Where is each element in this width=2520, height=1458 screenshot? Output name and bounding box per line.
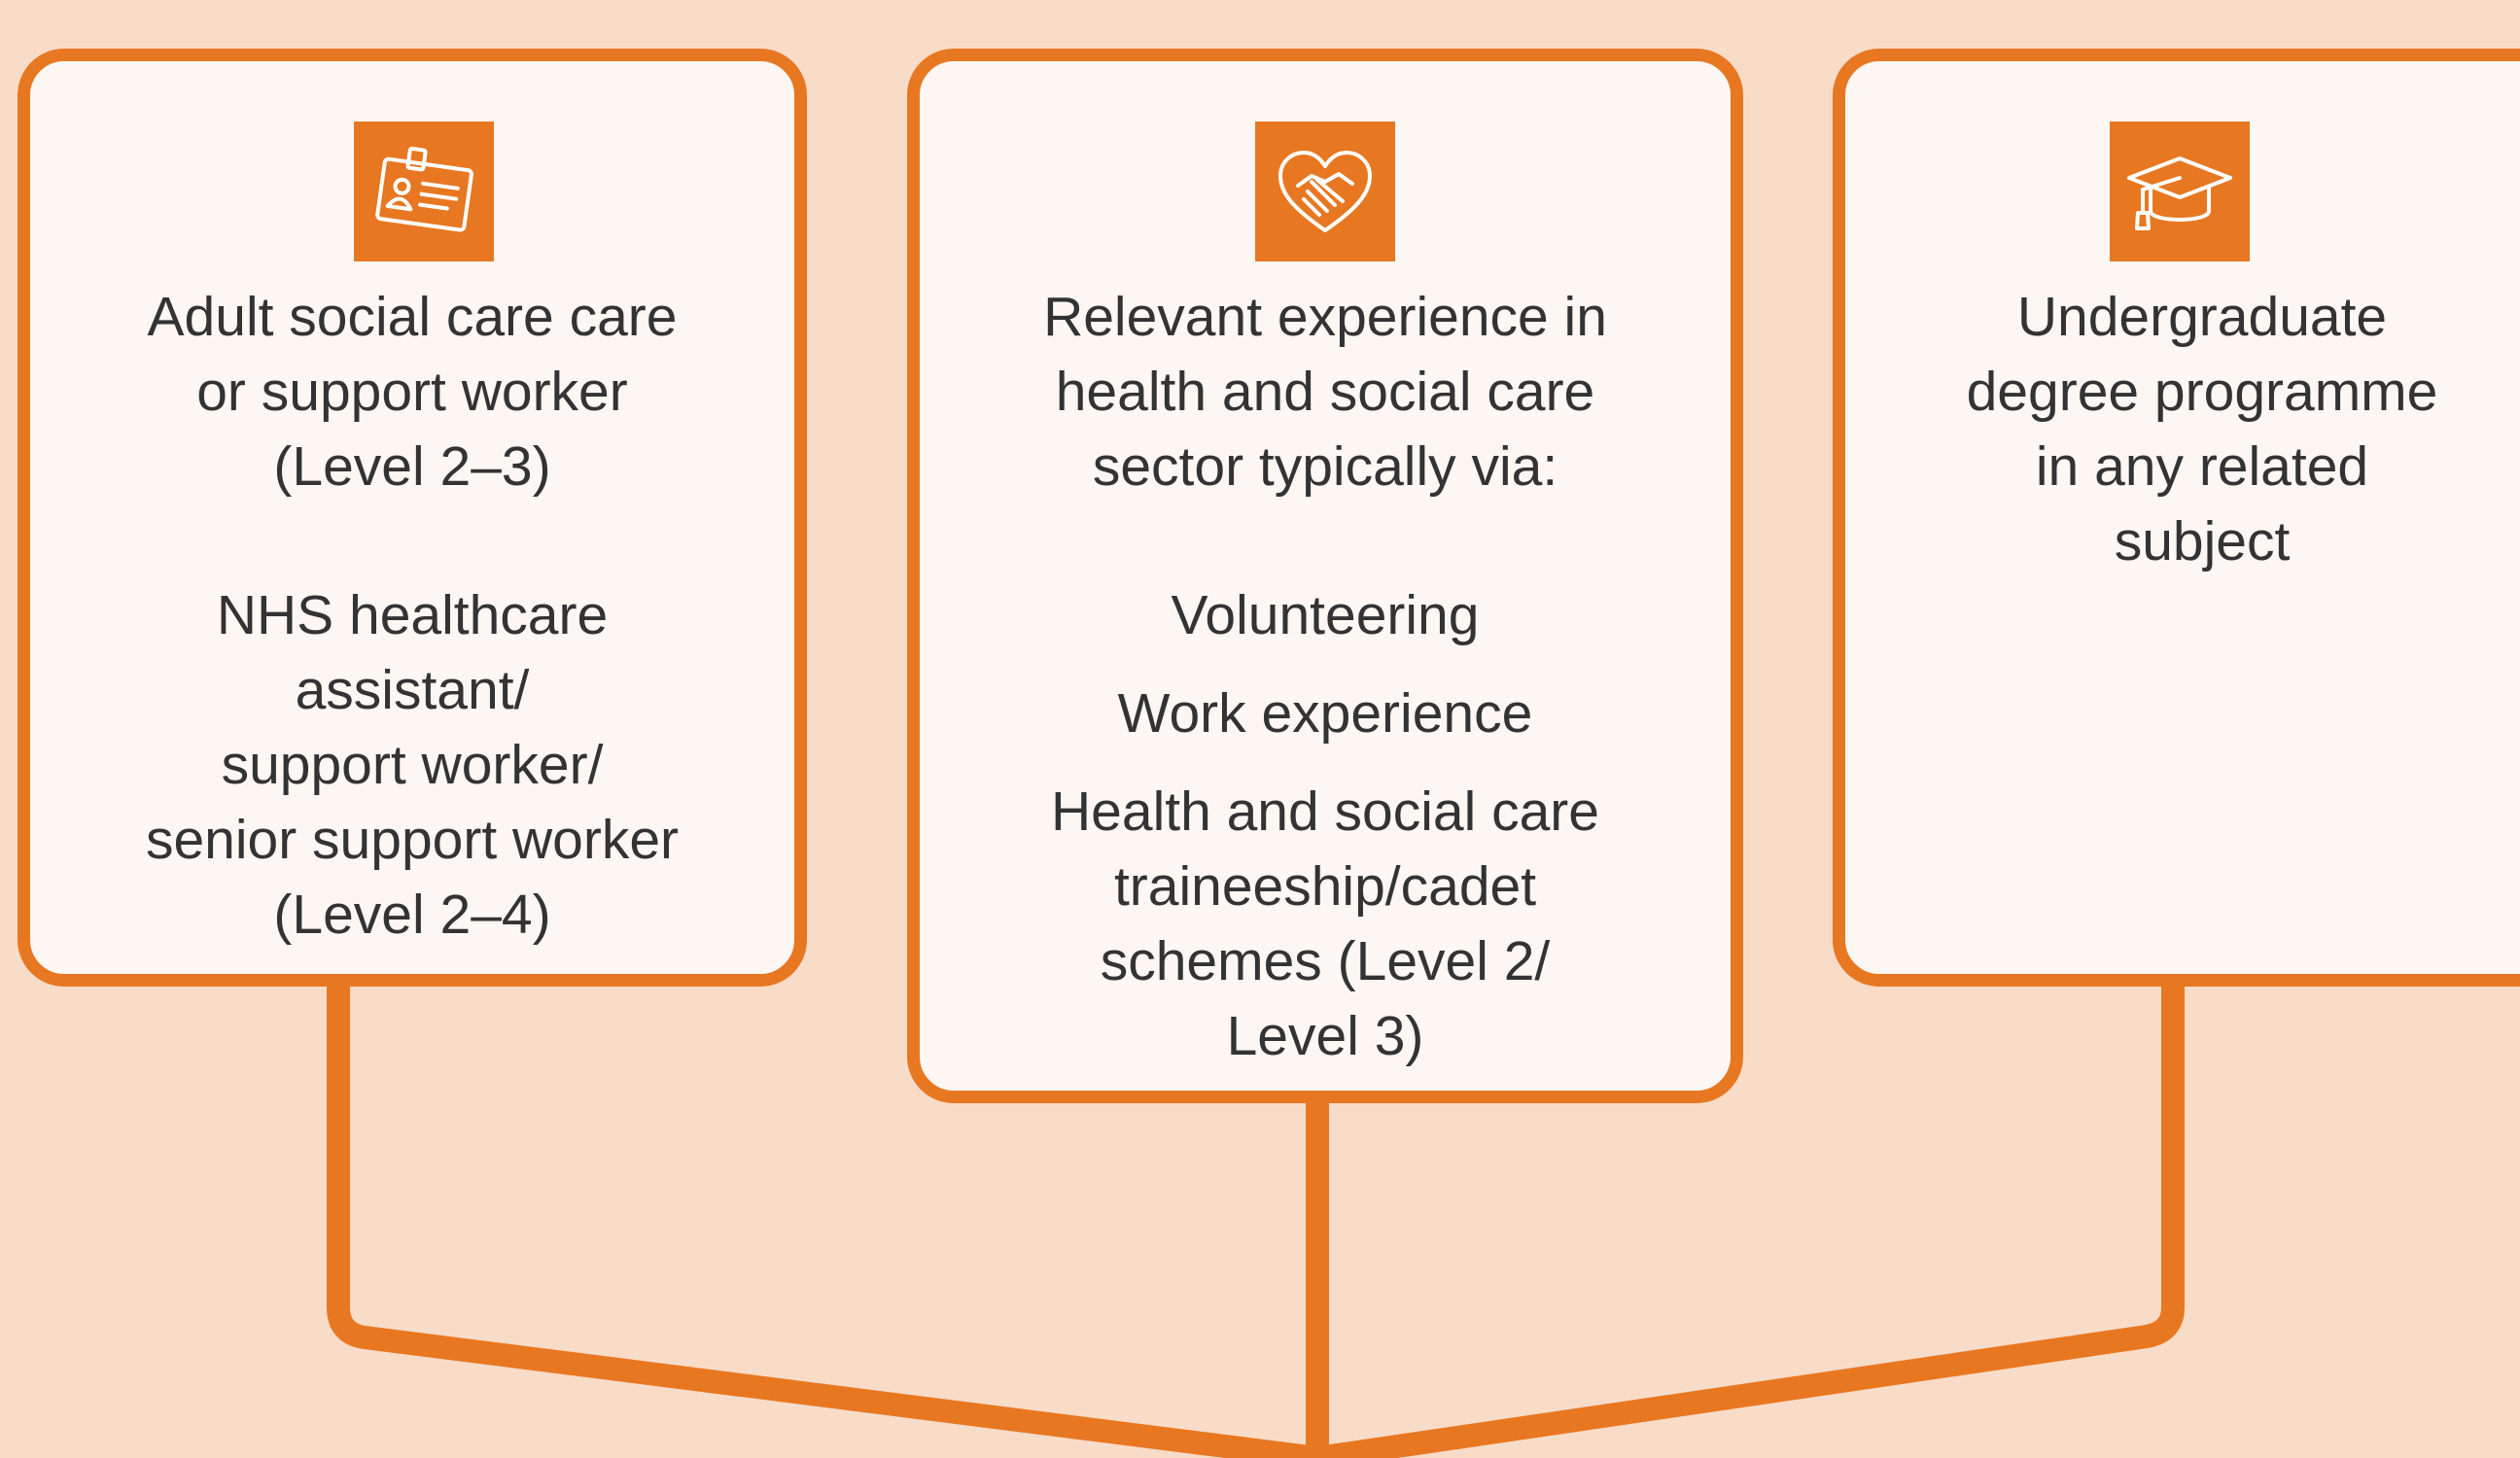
connector-right [1315,982,2185,1458]
text-block-care-worker: Adult social care care or support worker… [30,280,794,504]
id-badge-icon [354,122,494,261]
experience-list: Volunteering Work experience Health and … [920,578,1731,1097]
text-line: degree programme [1966,361,2438,423]
text-block-undergraduate: Undergraduate degree programme in any re… [1845,280,2520,579]
text-line: or support worker [196,361,628,423]
text-line: Work experience [1117,682,1533,745]
list-item: Health and social care traineeship/cadet… [920,775,1731,1074]
text-line: traineeship/cadet [1113,855,1537,918]
text-line: support worker/ [221,734,604,796]
text-line: senior support worker [145,809,680,871]
text-line: Volunteering [1171,584,1480,646]
text-line: Undergraduate [2016,286,2388,348]
text-line: NHS healthcare [216,584,609,646]
text-line: health and social care [1055,361,1595,423]
text-line: Relevant experience in [1043,286,1607,348]
text-line: Health and social care [1051,781,1599,843]
card-care-worker: Adult social care care or support worker… [18,49,807,987]
text-line: Adult social care care [147,286,678,348]
text-line: sector typically via: [1092,435,1558,498]
text-line: in any related [2035,435,2369,498]
text-block-experience-intro: Relevant experience in health and social… [920,280,1731,504]
card-undergraduate-degree: Undergraduate degree programme in any re… [1833,49,2520,987]
heart-handshake-icon [1255,122,1395,261]
text-block-nhs-healthcare: NHS healthcare assistant/ support worker… [30,578,794,953]
text-line: Level 3) [1226,1005,1424,1067]
text-line: (Level 2–3) [273,435,551,498]
card-relevant-experience: Relevant experience in health and social… [907,49,1743,1103]
list-item: Volunteering [920,578,1731,653]
graduation-cap-icon [2110,122,2250,261]
text-line: (Level 2–4) [273,884,551,946]
text-line: schemes (Level 2/ [1100,930,1551,992]
connector-left [327,982,1319,1458]
list-item: Work experience [920,677,1731,751]
text-line: assistant/ [295,659,530,721]
text-line: subject [2114,510,2291,573]
